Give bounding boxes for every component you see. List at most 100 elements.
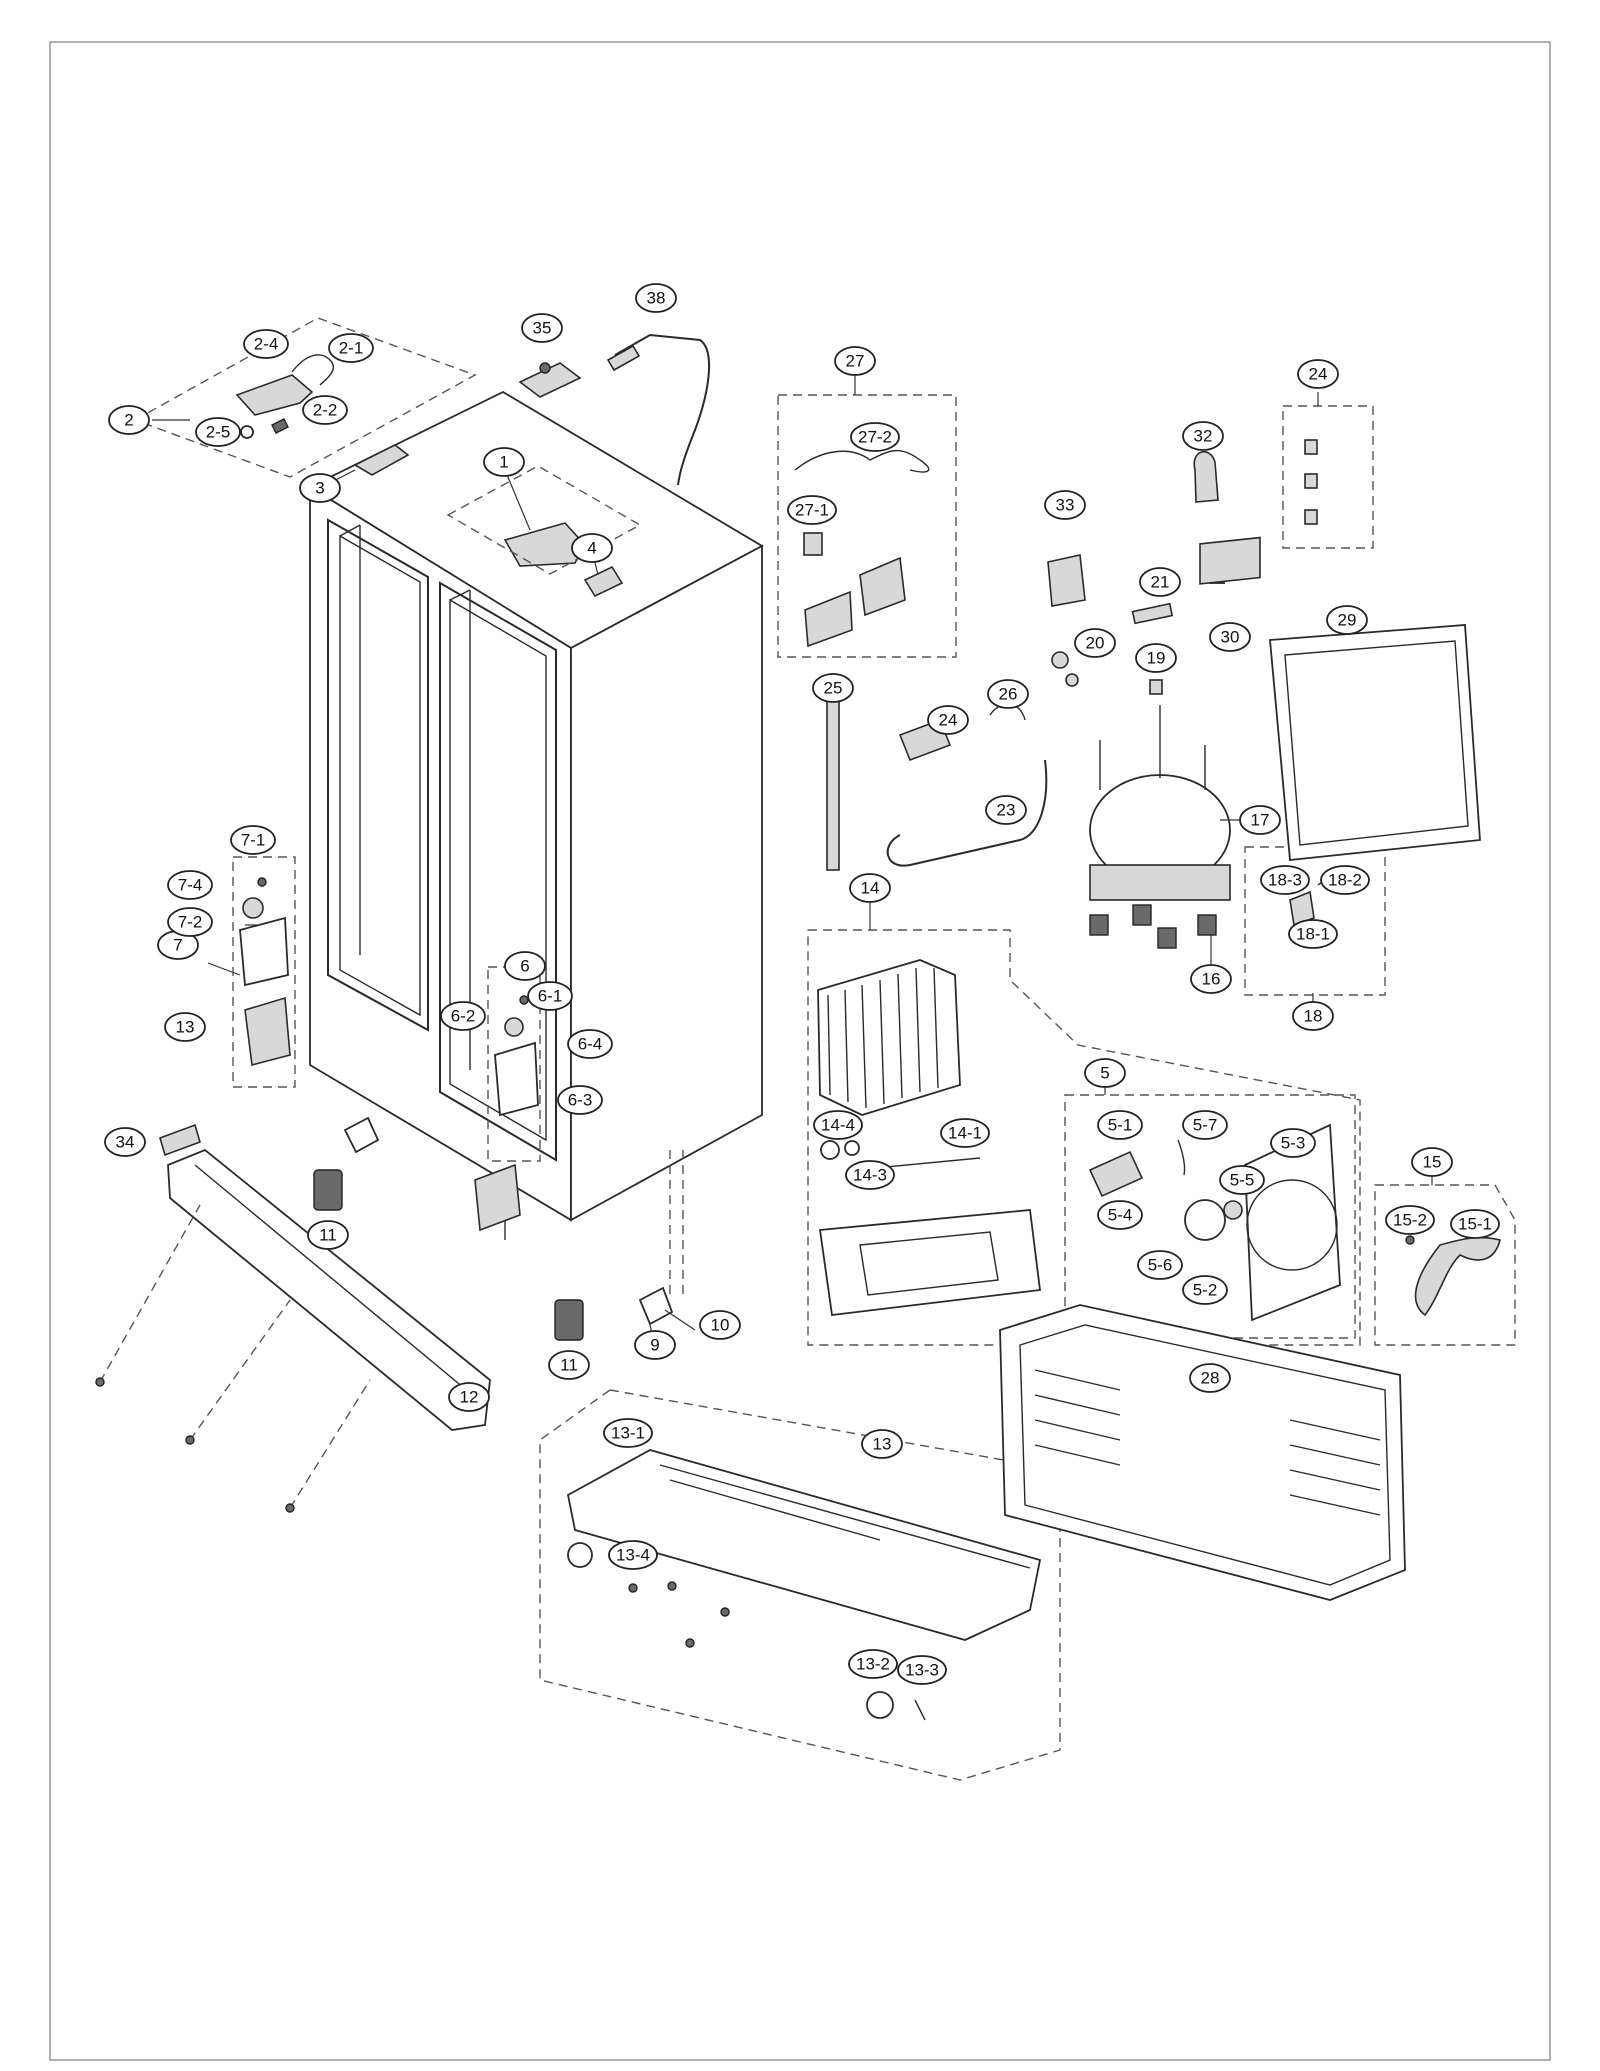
callout-27-2: 27-2 <box>850 422 900 452</box>
rear-roller <box>638 1286 674 1326</box>
cabinet-body <box>308 390 764 1240</box>
callout-16: 16 <box>1190 964 1232 994</box>
wire-harness <box>794 449 930 473</box>
svg-text:7-2: 7-2 <box>178 913 203 932</box>
svg-text:2-5: 2-5 <box>206 423 231 442</box>
svg-text:18-2: 18-2 <box>1328 871 1362 890</box>
callout-33: 33 <box>1044 490 1086 520</box>
callout-3: 3 <box>299 473 341 503</box>
callout-25: 25 <box>812 673 854 703</box>
svg-text:14-1: 14-1 <box>948 1124 982 1143</box>
callout-13b: 13 <box>861 1429 903 1459</box>
svg-text:29: 29 <box>1338 611 1357 630</box>
callout-6-2: 6-2 <box>440 1001 486 1031</box>
callout-7-2: 7-2 <box>167 907 213 937</box>
drain-tube <box>826 694 840 871</box>
svg-text:5: 5 <box>1100 1064 1109 1083</box>
top-hinge-right <box>583 565 624 598</box>
callout-15-1: 15-1 <box>1450 1209 1500 1239</box>
base-plate <box>566 1449 1042 1641</box>
svg-text:38: 38 <box>647 289 666 308</box>
svg-text:2-1: 2-1 <box>339 339 364 358</box>
callout-35: 35 <box>521 313 563 343</box>
callout-6-3: 6-3 <box>557 1085 603 1115</box>
callout-10: 10 <box>699 1310 741 1340</box>
svg-text:13-2: 13-2 <box>856 1655 890 1674</box>
water-connector <box>159 1123 201 1157</box>
svg-text:15-2: 15-2 <box>1393 1211 1427 1230</box>
callout-5-6: 5-6 <box>1137 1250 1183 1280</box>
svg-text:30: 30 <box>1221 628 1240 647</box>
callout-7-4: 7-4 <box>167 870 213 900</box>
callout-23: 23 <box>985 795 1027 825</box>
cap <box>1149 679 1163 695</box>
callout-19: 19 <box>1135 643 1177 673</box>
svg-text:25: 25 <box>824 679 843 698</box>
svg-text:1: 1 <box>499 453 508 472</box>
hinge-block-left <box>244 996 291 1067</box>
callout-9: 9 <box>634 1330 676 1360</box>
svg-text:13-4: 13-4 <box>616 1546 650 1565</box>
svg-text:15: 15 <box>1423 1153 1442 1172</box>
callout-5-2: 5-2 <box>1182 1275 1228 1305</box>
svg-text:6-3: 6-3 <box>568 1091 593 1110</box>
wire <box>874 1157 981 1169</box>
callout-14-3: 14-3 <box>845 1160 895 1190</box>
callout-13-4: 13-4 <box>608 1540 658 1570</box>
svg-text:23: 23 <box>997 801 1016 820</box>
svg-text:6-2: 6-2 <box>451 1007 476 1026</box>
compressor-foot-2 <box>1132 904 1152 926</box>
svg-text:33: 33 <box>1056 496 1075 515</box>
callout-5-1: 5-1 <box>1097 1110 1143 1140</box>
svg-text:11: 11 <box>560 1356 578 1375</box>
group-box-24 <box>1282 405 1374 549</box>
svg-text:34: 34 <box>116 1133 135 1152</box>
front-grille <box>167 1148 491 1431</box>
svg-text:5-7: 5-7 <box>1193 1116 1218 1135</box>
callout-13a: 13 <box>164 1012 206 1042</box>
callout-15-2: 15-2 <box>1385 1205 1435 1235</box>
lower-hinge-right <box>494 1041 539 1117</box>
svg-text:17: 17 <box>1251 811 1270 830</box>
lower-hinge-left <box>239 916 289 987</box>
top-hinge-wire <box>291 354 335 386</box>
svg-text:2-2: 2-2 <box>313 401 338 420</box>
svg-text:12: 12 <box>460 1388 479 1407</box>
svg-text:10: 10 <box>711 1316 730 1335</box>
callout-2-1: 2-1 <box>328 333 374 363</box>
callout-27-1: 27-1 <box>787 495 837 525</box>
svg-text:26: 26 <box>999 685 1018 704</box>
callout-6: 6 <box>504 951 546 981</box>
svg-text:13: 13 <box>176 1018 195 1037</box>
svg-text:5-4: 5-4 <box>1108 1206 1133 1225</box>
top-hinge-cover <box>235 374 314 416</box>
callout-13-1: 13-1 <box>603 1418 653 1448</box>
leveling-foot-right <box>554 1299 584 1341</box>
callout-5-3: 5-3 <box>1270 1128 1316 1158</box>
grommet <box>1051 651 1069 669</box>
svg-text:18-1: 18-1 <box>1296 925 1330 944</box>
callout-38: 38 <box>635 283 677 313</box>
valve <box>1047 554 1086 607</box>
svg-text:20: 20 <box>1086 634 1105 653</box>
fan-grommet <box>1223 1200 1243 1220</box>
callout-2-5: 2-5 <box>195 417 241 447</box>
callout-24b: 24 <box>1297 359 1339 389</box>
svg-text:13-3: 13-3 <box>905 1661 939 1680</box>
svg-text:18-3: 18-3 <box>1268 871 1302 890</box>
callout-1: 1 <box>483 447 525 477</box>
compressor-foot-4 <box>1197 914 1217 936</box>
svg-text:21: 21 <box>1151 573 1170 592</box>
group-box-1 <box>446 465 642 575</box>
clip-2 <box>1304 473 1318 489</box>
suction-pipe <box>886 759 1048 867</box>
callout-5-5: 5-5 <box>1219 1165 1265 1195</box>
svg-text:9: 9 <box>650 1336 659 1355</box>
callout-13-3: 13-3 <box>897 1655 947 1685</box>
svg-text:24: 24 <box>1309 365 1328 384</box>
callout-20: 20 <box>1074 628 1116 658</box>
relay <box>1289 890 1315 927</box>
svg-text:28: 28 <box>1201 1369 1220 1388</box>
callout-5-4: 5-4 <box>1097 1200 1143 1230</box>
group-box-6 <box>487 966 541 1162</box>
